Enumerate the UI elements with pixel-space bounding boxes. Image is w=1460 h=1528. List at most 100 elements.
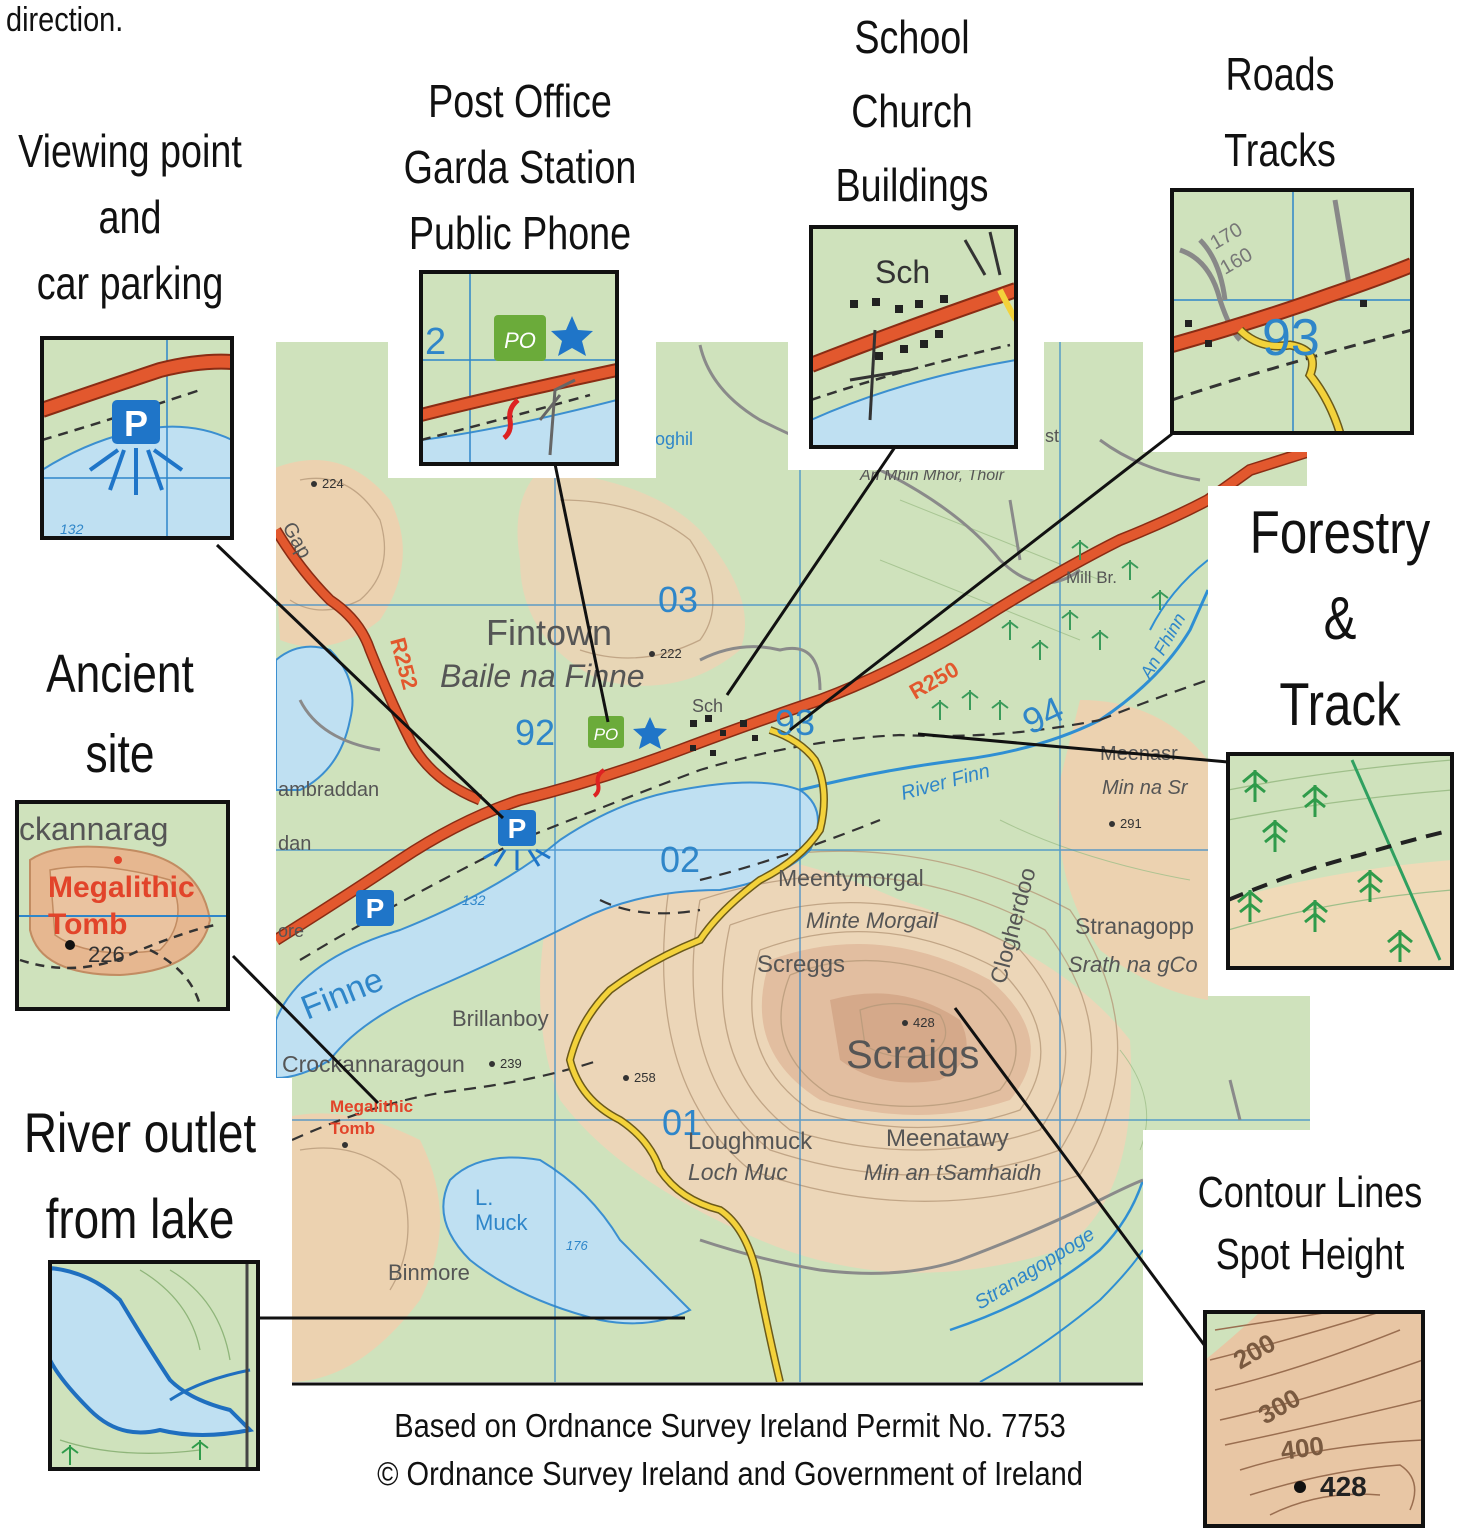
inset-viewing-point: P 132 [40,336,234,540]
inset-megalithic: Megalithic [48,871,195,904]
inset-tomb: Tomb [48,908,127,941]
place-binmore: Binmore [388,1260,470,1285]
label-river-outlet: River outlet from lake [17,1090,263,1262]
spot-428: 428 [913,1015,935,1030]
place-brillanboy: Brillanboy [452,1006,549,1031]
grid-label-03: 03 [658,579,698,620]
lough-muck [442,1156,692,1325]
svg-text:P: P [508,813,527,844]
inset-school: Sch [809,225,1018,449]
intro-text: direction. [6,1,124,39]
place-cambraddan: ambraddan [278,779,379,801]
label-line: Contour Lines [1197,1168,1423,1217]
place-stranagopp: Stranagopp [1075,913,1194,939]
label-post-office: Post Office Garda Station Public Phone [397,68,643,266]
road-r250 [276,447,1309,944]
map-tomb: Tomb [330,1119,375,1138]
inset-spot-428: 428 [1320,1471,1367,1502]
label-line: Church [851,85,973,137]
inset-po: PO [504,328,536,353]
place-dan: dan [278,833,311,855]
spot-222: 222 [660,646,682,661]
spot-132: 132 [462,892,486,908]
spot-239: 239 [500,1056,522,1071]
road-r252 [276,527,482,804]
place-l: L. [475,1185,493,1210]
place-meentymorgal: Meentymorgal [778,865,924,891]
place-srath-na-gco: Srath na gCo [1068,952,1198,977]
label-line: Tracks [1224,124,1336,176]
label-line: Post Office [428,75,612,127]
grid-label-02: 02 [660,839,700,880]
post-office-symbol: PO [588,716,624,748]
label-line: from lake [45,1187,235,1250]
place-min-an-tsamhaidh: Min an tSamhaidh [864,1160,1041,1185]
place-crockannaragoun: Crockannaragoun [282,1051,465,1077]
label-line: site [85,724,155,784]
credit-line-2: © Ordnance Survey Ireland and Government… [377,1455,1083,1492]
label-line: Spot Height [1215,1230,1405,1279]
place-screggs: Screggs [757,951,845,978]
spot-224: 224 [322,476,344,491]
grid-label-92: 92 [515,712,555,753]
place-loch-muc: Loch Muc [688,1159,788,1185]
spot-291: 291 [1120,816,1142,831]
spot-258: 258 [634,1070,656,1085]
label-line: River outlet [23,1101,257,1164]
label-line: Viewing point [18,125,242,177]
leader-lines [215,432,1229,1347]
spot-176: 176 [566,1238,588,1253]
label-line: Ancient [46,644,194,704]
place-an-mhin-mhor: An Mhin Mhor, Thoir [859,467,1005,484]
public-phone-icon [592,768,606,798]
place-mill-br: Mill Br. [1066,568,1117,587]
inset-spot-132: 132 [60,521,84,537]
inset-river-outlet [48,1260,260,1471]
place-st: st [1045,426,1059,446]
label-line: School [854,11,970,63]
svg-text:PO: PO [594,725,619,744]
place-meenatawy: Meenatawy [886,1125,1009,1152]
inset-post-office: 2 PO [419,270,619,466]
inset-grid-93: 93 [1262,309,1320,367]
label-line: Roads [1225,48,1335,100]
label-line: Track [1279,671,1401,738]
place-muck: Muck [475,1210,529,1235]
place-oghil: oghil [655,429,693,449]
place-scraigs: Scraigs [846,1033,979,1077]
inset-grid-2: 2 [425,321,446,363]
inset-contour: 200 300 400 428 [1203,1310,1425,1528]
inset-roads: 93 170 160 [1170,188,1414,435]
garda-station-icon [633,717,667,749]
svg-text:P: P [366,893,385,924]
road-yellow [567,727,827,1382]
credit-line-1: Based on Ordnance Survey Ireland Permit … [394,1407,1066,1444]
place-min-na-sr: Min na Sr [1102,777,1189,799]
inset-ckannarag: ckannarag [19,811,168,847]
label-line: Buildings [835,159,989,211]
label-line: Public Phone [408,207,632,259]
label-ancient-site: Ancient site [0,634,243,794]
parking-symbol-2: P [356,890,394,926]
main-map: PO P P R252 R250 03 92 93 94 02 01 Finto… [276,342,1310,1382]
label-line: Garda Station [403,141,637,193]
label-roads: Roads Tracks [1157,36,1403,188]
label-viewing-point: Viewing point and car parking [7,118,253,316]
inset-sch: Sch [875,254,930,290]
label-sch: Sch [692,696,723,716]
forestry-symbols [931,540,1169,720]
place-minte-morgail: Minte Morgail [806,908,939,933]
place-loughmuck: Loughmuck [688,1128,813,1155]
place-fintown-irish: Baile na Finne [440,658,645,694]
label-line: and [98,191,162,243]
inset-forestry [1226,752,1454,970]
map-credit: Based on Ordnance Survey Ireland Permit … [352,1402,1109,1498]
place-ore: ore [278,921,304,941]
label-contour: Contour Lines Spot Height [1187,1162,1433,1286]
label-line: Forestry [1249,499,1431,566]
parking-symbol: P [483,810,551,870]
map-megalithic: Megalithic [330,1097,413,1116]
label-line: car parking [36,257,224,309]
label-forestry: Forestry & Track [1217,490,1460,748]
